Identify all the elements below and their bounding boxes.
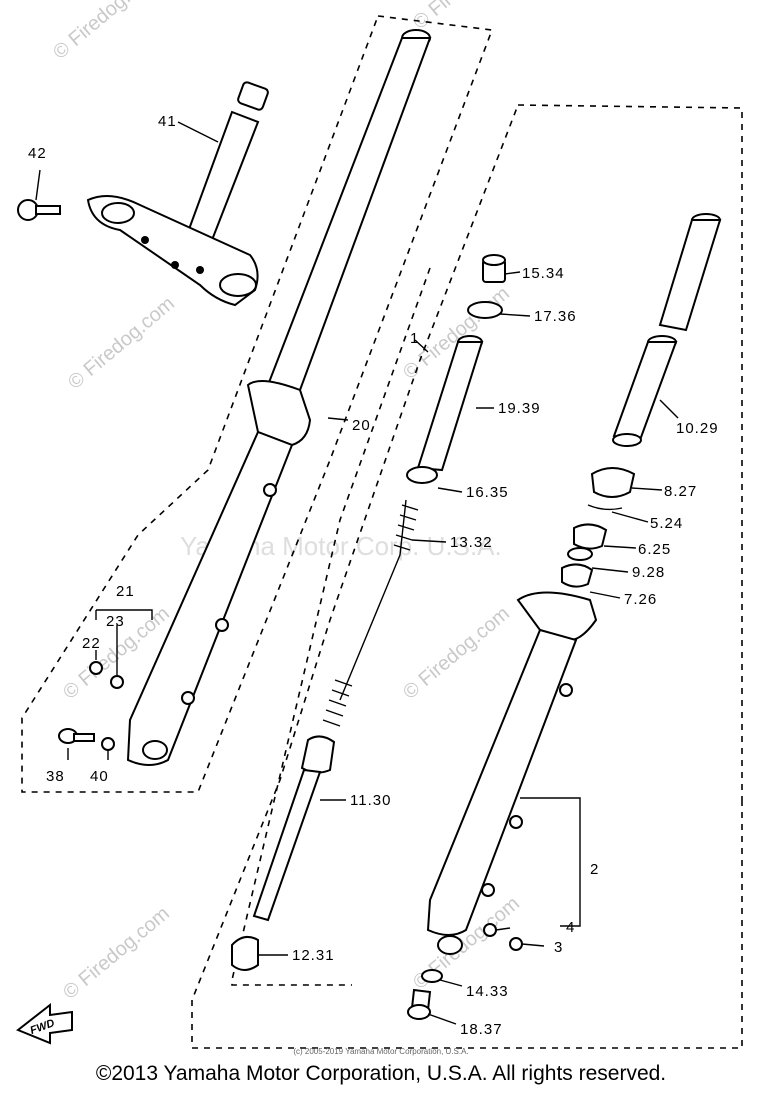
bolt-42 — [17, 199, 61, 221]
label-3: 3 — [554, 939, 563, 956]
label-19-39: 19.39 — [498, 400, 541, 417]
label-2: 2 — [590, 861, 599, 878]
label-9-28: 9.28 — [632, 564, 665, 581]
cap-bolt — [467, 254, 506, 319]
label-21: 21 — [116, 583, 135, 600]
label-8-27: 8.27 — [664, 483, 697, 500]
label-18-37: 18.37 — [460, 1021, 503, 1038]
label-20: 20 — [352, 417, 371, 434]
label-6-25: 6.25 — [638, 541, 671, 558]
label-13-32: 13.32 — [450, 534, 493, 551]
small-copyright: (c) 2005-2019 Yamaha Motor Corporation, … — [293, 1047, 469, 1056]
outer-tube — [126, 29, 432, 766]
label-12-31: 12.31 — [292, 947, 335, 964]
spacer-tube — [406, 335, 484, 484]
damper-rod — [231, 735, 336, 971]
part-labels: 41 42 20 21 23 22 38 40 1 15.34 17.36 19… — [28, 113, 719, 1038]
label-5-24: 5.24 — [650, 515, 683, 532]
firedog-watermark: © Firedog.com — [399, 602, 514, 703]
inner-tube — [612, 213, 722, 447]
label-11-30: 11.30 — [350, 792, 391, 809]
firedog-watermark: © Firedog.com — [59, 902, 174, 1003]
small-hardware-left — [58, 661, 124, 751]
label-40: 40 — [90, 768, 109, 785]
label-16-35: 16.35 — [466, 484, 509, 501]
spring-group-outline — [231, 267, 431, 986]
under-bracket — [86, 81, 269, 307]
label-14-33: 14.33 — [466, 983, 509, 1000]
label-7-26: 7.26 — [624, 591, 657, 608]
small-hardware-right — [407, 923, 523, 1020]
label-4: 4 — [566, 919, 575, 936]
firedog-watermark: © Firedog.com — [409, 0, 524, 34]
label-42: 42 — [28, 145, 47, 162]
label-38: 38 — [46, 768, 65, 785]
outer-tube-group-outline — [21, 15, 494, 793]
label-1: 1 — [410, 330, 419, 347]
label-22: 22 — [82, 635, 101, 652]
label-41: 41 — [158, 113, 177, 130]
firedog-watermark: © Firedog.com — [64, 292, 179, 393]
label-15-34: 15.34 — [522, 265, 565, 282]
label-23: 23 — [106, 613, 125, 630]
fork-spring — [322, 499, 419, 727]
inner-group-outline-top — [517, 104, 743, 800]
inner-group-outline — [191, 104, 743, 1049]
forward-arrow: FWD — [16, 1002, 73, 1045]
lower-tube — [426, 591, 598, 955]
leader-lines — [35, 121, 679, 1025]
copyright-notice: ©2013 Yamaha Motor Corporation, U.S.A. A… — [95, 1062, 667, 1085]
firedog-watermark: © Firedog.com — [49, 0, 164, 64]
group-outlines — [21, 15, 743, 1049]
label-17-36: 17.36 — [534, 308, 577, 325]
seal-stack — [561, 467, 636, 588]
label-10-29: 10.29 — [676, 420, 719, 437]
